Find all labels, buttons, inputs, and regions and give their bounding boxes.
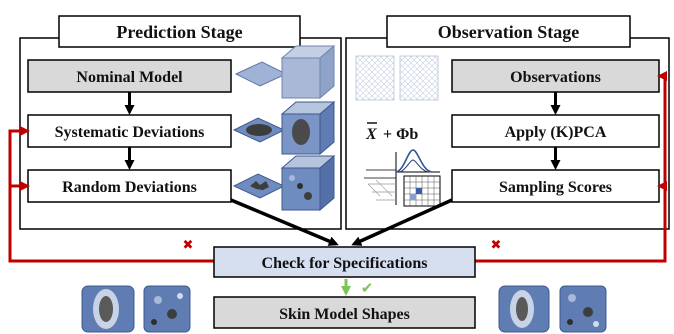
sampling-scores-box — [451, 169, 660, 203]
skin-shape-icon — [143, 285, 191, 333]
prediction-title-box — [58, 15, 301, 48]
observations-label: Observations — [510, 69, 601, 86]
cube-icon — [280, 44, 336, 100]
observation-stage-title: Observation Stage — [438, 22, 580, 42]
check-specifications-box — [213, 246, 476, 278]
skin-shape-icon — [81, 285, 135, 333]
formula-mean-symbol: X — [365, 126, 377, 143]
observation-title-box — [386, 15, 631, 48]
skin-shape-icon — [498, 285, 550, 333]
systematic-deviations-label: Systematic Deviations — [55, 124, 205, 141]
reject-mark-left: ✖ — [183, 238, 194, 253]
cube-systematic-icon — [280, 100, 336, 156]
feedback-line-left — [8, 126, 214, 263]
sampling-scores-label: Sampling Scores — [499, 179, 612, 196]
pca-formula: X + Φb — [365, 122, 418, 143]
nominal-model-label: Nominal Model — [76, 69, 183, 86]
arrow-random-to-check — [230, 198, 339, 246]
prediction-stage-title: Prediction Stage — [116, 22, 242, 42]
check-specifications-label: Check for Specifications — [262, 255, 428, 272]
skin-model-shapes-box — [213, 296, 476, 329]
formula-basis-term: + Φb — [383, 126, 418, 143]
observations-box — [451, 59, 660, 93]
apply-pca-label: Apply (K)PCA — [505, 124, 607, 141]
random-deviations-label: Random Deviations — [62, 179, 197, 196]
accept-mark: ✔ — [361, 279, 374, 297]
apply-pca-box — [451, 114, 660, 148]
cube-random-icon — [280, 154, 336, 212]
distribution-icon — [364, 149, 441, 207]
skin-shape-icon — [559, 285, 607, 333]
pointcloud-icon — [355, 55, 439, 101]
random-deviations-box — [27, 169, 232, 203]
reject-mark-right: ✖ — [491, 238, 502, 253]
skin-model-shapes-label: Skin Model Shapes — [279, 306, 410, 323]
arrow-sampling-to-check — [351, 198, 453, 246]
feedback-line-right — [475, 71, 667, 263]
